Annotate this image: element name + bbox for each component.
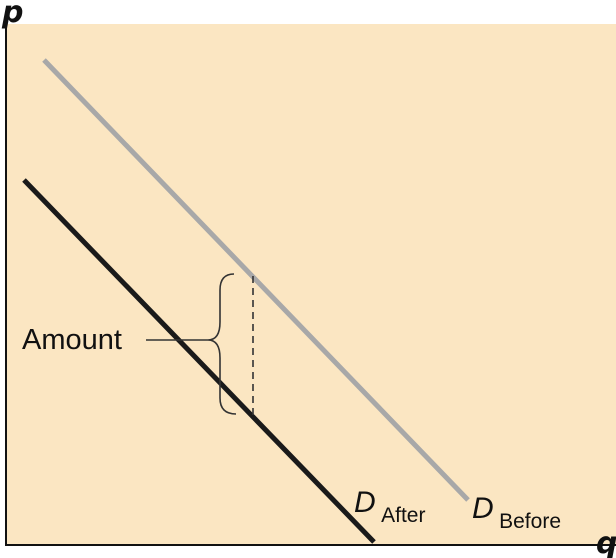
amount-label: Amount [22, 324, 122, 356]
demand-before-label-main: D [472, 492, 494, 525]
demand-after-label: D After [354, 486, 425, 527]
demand-before-label: D Before [472, 492, 561, 533]
demand-curve-before [42, 58, 470, 502]
x-axis-label: q [596, 526, 616, 558]
y-axis-label: p [1, 0, 23, 30]
demand-curve-after [22, 178, 376, 544]
demand-before-label-sub: Before [499, 510, 561, 533]
demand-after-label-main: D [354, 486, 376, 519]
plot-area [6, 24, 616, 544]
demand-after-label-sub: After [381, 504, 425, 527]
